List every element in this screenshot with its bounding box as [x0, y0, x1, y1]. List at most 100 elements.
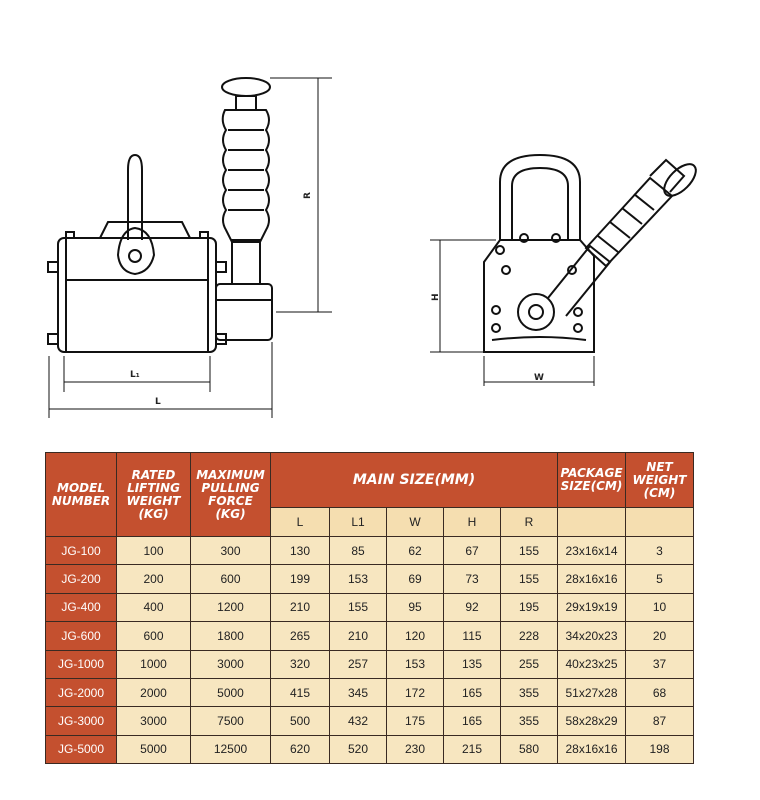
cell-size-h: 92	[443, 592, 501, 623]
subheader-h: H	[443, 507, 501, 537]
subheader-net-blank	[625, 507, 694, 537]
subheader-r: R	[500, 507, 558, 537]
header-main-size: MAIN SIZE(MM)	[270, 452, 558, 508]
cell-model: JG-2000	[45, 677, 117, 708]
cell-net-weight: 10	[625, 592, 694, 623]
cell-size-r: 228	[500, 621, 558, 651]
cell-size-w: 153	[386, 649, 444, 679]
cell-size-l1: 155	[329, 592, 387, 623]
cell-model: JG-3000	[45, 706, 117, 736]
cell-size-l: 210	[270, 592, 330, 623]
subheader-l1: L1	[329, 507, 387, 537]
cell-rated-lifting-weight: 100	[116, 535, 191, 566]
cell-rated-lifting-weight: 5000	[116, 734, 191, 765]
cell-net-weight: 37	[625, 649, 694, 679]
cell-net-weight: 20	[625, 621, 694, 651]
end-view-drawing	[483, 153, 697, 353]
cell-max-pulling-force: 7500	[190, 706, 271, 736]
cell-model: JG-200	[45, 564, 117, 594]
cell-size-w: 230	[386, 734, 444, 765]
cell-size-l1: 85	[329, 535, 387, 566]
cell-size-l: 320	[270, 649, 330, 679]
subheader-w: W	[386, 507, 444, 537]
cell-max-pulling-force: 600	[190, 564, 271, 594]
dim-label-w: W	[534, 373, 544, 383]
subheader-package-blank	[557, 507, 626, 537]
cell-size-w: 95	[386, 592, 444, 623]
cell-size-r: 195	[500, 592, 558, 623]
cell-size-l: 199	[270, 564, 330, 594]
end-view-dimensions	[430, 239, 595, 386]
cell-size-h: 67	[443, 535, 501, 566]
cell-size-h: 73	[443, 564, 501, 594]
cell-package-size: 23x16x14	[557, 535, 626, 566]
cell-size-w: 62	[386, 535, 444, 566]
cell-size-w: 120	[386, 621, 444, 651]
dim-label-l: L	[155, 397, 161, 407]
cell-size-r: 255	[500, 649, 558, 679]
cell-size-r: 355	[500, 706, 558, 736]
dim-label-r: R	[303, 192, 313, 199]
cell-model: JG-5000	[45, 734, 117, 765]
cell-model: JG-1000	[45, 649, 117, 679]
cell-max-pulling-force: 5000	[190, 677, 271, 708]
cell-size-h: 165	[443, 706, 501, 736]
subheader-l: L	[270, 507, 330, 537]
cell-size-h: 215	[443, 734, 501, 765]
cell-max-pulling-force: 1800	[190, 621, 271, 651]
cell-net-weight: 3	[625, 535, 694, 566]
cell-size-l1: 520	[329, 734, 387, 765]
cell-size-l1: 345	[329, 677, 387, 708]
cell-size-l: 415	[270, 677, 330, 708]
cell-package-size: 28x16x16	[557, 564, 626, 594]
cell-size-l1: 257	[329, 649, 387, 679]
cell-rated-lifting-weight: 400	[116, 592, 191, 623]
cell-max-pulling-force: 12500	[190, 734, 271, 765]
cell-model: JG-400	[45, 592, 117, 623]
cell-size-w: 69	[386, 564, 444, 594]
cell-package-size: 40x23x25	[557, 649, 626, 679]
cell-size-l: 130	[270, 535, 330, 566]
cell-rated-lifting-weight: 3000	[116, 706, 191, 736]
cell-size-l1: 432	[329, 706, 387, 736]
cell-size-w: 175	[386, 706, 444, 736]
cell-package-size: 29x19x19	[557, 592, 626, 623]
dim-label-h: H	[431, 293, 441, 301]
cell-size-r: 580	[500, 734, 558, 765]
cell-net-weight: 87	[625, 706, 694, 736]
cell-model: JG-100	[45, 535, 117, 566]
cell-max-pulling-force: 300	[190, 535, 271, 566]
cell-max-pulling-force: 1200	[190, 592, 271, 623]
cell-rated-lifting-weight: 1000	[116, 649, 191, 679]
cell-size-l: 500	[270, 706, 330, 736]
cell-size-l: 265	[270, 621, 330, 651]
cell-size-l1: 153	[329, 564, 387, 594]
cell-package-size: 34x20x23	[557, 621, 626, 651]
cell-model: JG-600	[45, 621, 117, 651]
cell-rated-lifting-weight: 200	[116, 564, 191, 594]
cell-net-weight: 198	[625, 734, 694, 765]
cell-size-h: 165	[443, 677, 501, 708]
cell-size-r: 155	[500, 564, 558, 594]
cell-size-l1: 210	[329, 621, 387, 651]
dim-label-l1: L₁	[130, 370, 140, 380]
cell-net-weight: 5	[625, 564, 694, 594]
side-view-drawing	[47, 77, 273, 353]
cell-size-h: 115	[443, 621, 501, 651]
cell-rated-lifting-weight: 2000	[116, 677, 191, 708]
cell-size-r: 155	[500, 535, 558, 566]
cell-size-w: 172	[386, 677, 444, 708]
cell-package-size: 51x27x28	[557, 677, 626, 708]
